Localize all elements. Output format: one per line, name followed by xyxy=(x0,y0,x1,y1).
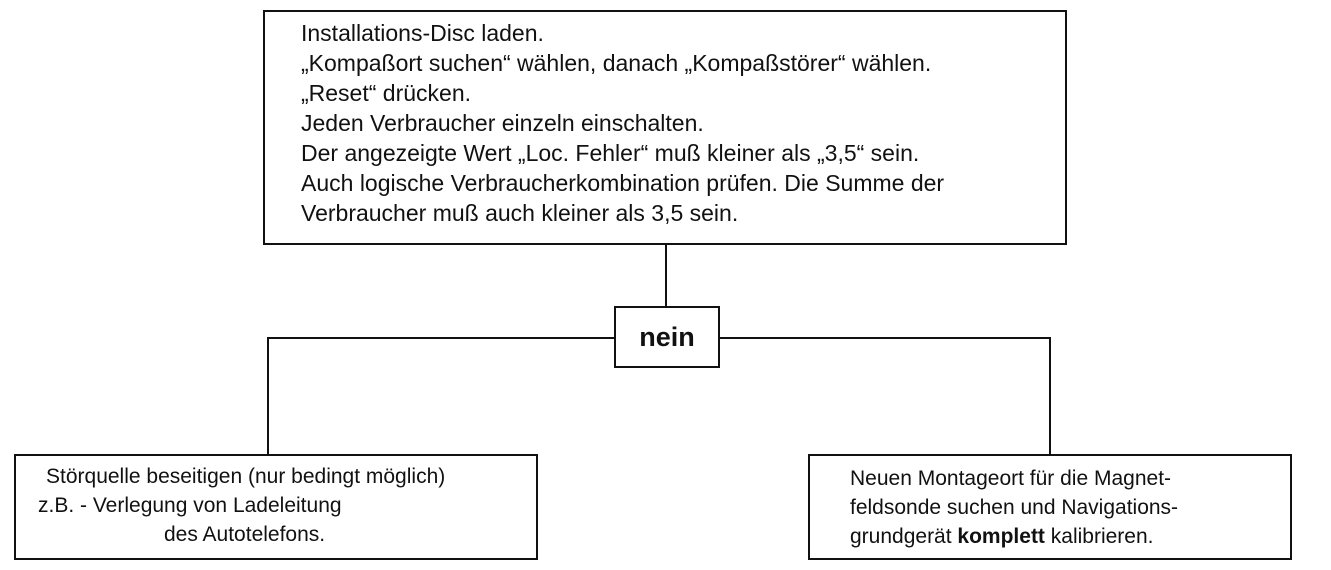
right-action-box: Neuen Montageort für die Magnet- feldson… xyxy=(808,454,1292,560)
instruction-line: „Kompaßort suchen“ wählen, danach „Kompa… xyxy=(301,50,932,76)
instruction-line: Auch logische Verbraucherkombination prü… xyxy=(301,170,945,196)
left-action-line: des Autotelefons. xyxy=(164,523,326,546)
right-action-text: kalibrieren. xyxy=(1044,525,1154,548)
left-action-line: z.B. - Verlegung von Ladeleitung xyxy=(38,494,342,517)
right-action-line: feldsonde suchen und Navigations- xyxy=(850,496,1179,519)
left-action-line: Störquelle beseitigen (nur bedingt mögli… xyxy=(46,465,446,488)
right-action-line: grundgerät komplett kalibrieren. xyxy=(850,522,1290,551)
instruction-line: Verbraucher muß auch kleiner als 3,5 sei… xyxy=(301,200,739,226)
decision-box-nein: nein xyxy=(614,306,720,368)
left-action-box: Störquelle beseitigen (nur bedingt mögli… xyxy=(14,454,538,560)
right-action-text: grundgerät xyxy=(850,525,958,548)
decision-label: nein xyxy=(639,321,695,352)
instruction-line: Jeden Verbraucher einzeln einschalten. xyxy=(301,110,704,136)
instruction-box: Installations-Disc laden. „Kompaßort suc… xyxy=(263,10,1067,245)
instruction-line: Der angezeigte Wert „Loc. Fehler“ muß kl… xyxy=(301,140,920,166)
instruction-line: Installations-Disc laden. xyxy=(301,20,544,46)
right-action-emphasis: komplett xyxy=(957,525,1045,548)
right-action-line: Neuen Montageort für die Magnet- xyxy=(850,467,1172,490)
instruction-line: „Reset“ drücken. xyxy=(301,80,472,106)
